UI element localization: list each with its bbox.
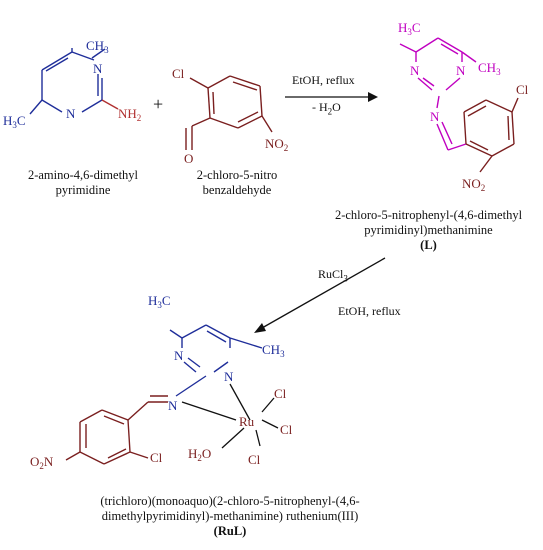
l-n-right: N <box>456 63 466 78</box>
complex-label: (RuL) <box>213 524 247 538</box>
ligand-structure <box>399 37 477 151</box>
reactant2-atoms: Cl O NO2 <box>172 66 288 166</box>
r2-o: O <box>184 151 193 166</box>
r1-n-top: N <box>93 61 103 76</box>
arrow-reaction2 <box>254 257 386 333</box>
r1-ch3-top: CH3 <box>86 38 109 55</box>
r2-cl: Cl <box>172 66 185 81</box>
complex-caption-line2: dimethylpyrimidinyl)-methanimine) ruthen… <box>101 509 359 523</box>
l-cl: Cl <box>516 82 529 97</box>
c-n-right: N <box>224 369 234 384</box>
complex-atoms: H3C CH3 N N N Ru Cl Cl Cl H2O Cl O2N <box>30 293 293 471</box>
r1-nh2: NH2 <box>118 106 141 123</box>
l-ch3: CH3 <box>478 60 501 77</box>
ligand-caption-line1: 2-chloro-5-nitrophenyl-(4,6-dimethyl <box>334 208 523 222</box>
reactant1-atoms: CH3 N N H3C NH2 <box>3 38 141 130</box>
c-n-left: N <box>174 348 184 363</box>
reactant2-caption: 2-chloro-5-nitro benzaldehyde <box>182 168 292 198</box>
ligand-atoms: H3C CH3 N N N Cl NO2 <box>398 20 529 193</box>
ligand-caption-line2: pyrimidinyl)methanimine <box>364 223 493 237</box>
c-n-imine: N <box>168 398 178 413</box>
reactant2-caption-line2: benzaldehyde <box>202 183 272 197</box>
ligand-aryl <box>463 97 519 173</box>
complex-linkers <box>175 375 279 449</box>
c-h2o: H2O <box>188 446 211 463</box>
reactant1-structure <box>29 48 119 115</box>
arrow-reaction1 <box>285 92 378 102</box>
ligand-caption: 2-chloro-5-nitrophenyl-(4,6-dimethyl pyr… <box>316 208 541 253</box>
c-cl-ring: Cl <box>150 450 163 465</box>
reactant2-caption-line1: 2-chloro-5-nitro <box>196 168 278 182</box>
reactant1-caption: 2-amino-4,6-dimethyl pyrimidine <box>8 168 158 198</box>
c-h3c: H3C <box>148 293 171 310</box>
complex-caption-line1: (trichloro)(monoaquo)(2-chloro-5-nitroph… <box>100 494 360 508</box>
ligand-label: (L) <box>420 238 437 252</box>
c-ru: Ru <box>239 414 255 429</box>
reactant1-caption-line1: 2-amino-4,6-dimethyl <box>27 168 139 182</box>
reaction2-conditions: EtOH, reflux <box>338 304 401 318</box>
reaction1-conditions-top: EtOH, reflux <box>292 73 355 87</box>
complex-aryl <box>65 395 168 465</box>
complex-caption: (trichloro)(monoaquo)(2-chloro-5-nitroph… <box>10 494 450 539</box>
plus-sign: + <box>153 94 163 114</box>
r1-n-bottom: N <box>66 106 76 121</box>
reaction2-reagent: RuCl3 <box>318 267 348 284</box>
complex-pyrimidine <box>169 324 263 373</box>
r2-no2: NO2 <box>265 136 288 153</box>
l-n-left: N <box>410 63 420 78</box>
c-o2n: O2N <box>30 454 54 471</box>
r1-h3c-left: H3C <box>3 113 26 130</box>
l-no2: NO2 <box>462 176 485 193</box>
c-cl2: Cl <box>280 422 293 437</box>
reactant1-caption-line2: pyrimidine <box>55 183 111 197</box>
c-ch3: CH3 <box>262 342 285 359</box>
c-cl1: Cl <box>274 386 287 401</box>
reaction1-conditions-bottom: - H2O <box>312 100 341 117</box>
l-h3c: H3C <box>398 20 421 37</box>
reactant2-structure <box>185 75 273 150</box>
c-cl3: Cl <box>248 452 261 467</box>
l-n-imine: N <box>430 109 440 124</box>
